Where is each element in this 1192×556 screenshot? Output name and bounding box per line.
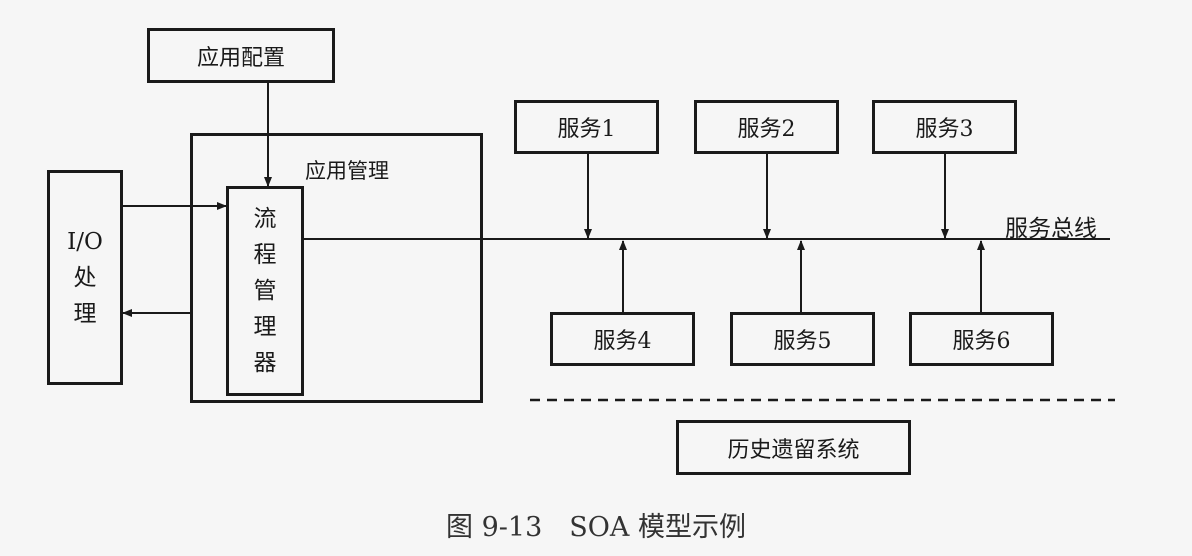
io-processing-char: 理	[73, 300, 97, 327]
figure-caption: 图 9-13 SOA 模型示例	[446, 512, 746, 543]
service-box: 服务2	[694, 100, 839, 154]
legacy-system-box: 历史遗留系统	[676, 420, 911, 475]
process-manager-char: 理	[253, 314, 277, 340]
service-bus-label: 服务总线	[1005, 216, 1097, 242]
io-processing-char: I/O	[67, 228, 103, 255]
io-processing-box: I/O 处 理	[47, 170, 123, 385]
service-box: 服务1	[514, 100, 659, 154]
service-label: 服务2	[737, 117, 796, 142]
service-label: 服务4	[593, 329, 652, 354]
service-label: 服务3	[915, 117, 974, 142]
app-management-box	[190, 133, 483, 403]
app-config-label: 应用配置	[196, 45, 285, 71]
service-label: 服务5	[773, 329, 832, 354]
app-management-label: 应用管理	[305, 159, 389, 183]
service-box: 服务5	[730, 312, 875, 366]
service-box: 服务6	[909, 312, 1054, 366]
process-manager-char: 程	[253, 242, 277, 268]
io-processing-char: 处	[73, 264, 97, 291]
app-config-box: 应用配置	[147, 28, 335, 83]
service-label: 服务6	[952, 329, 1011, 354]
service-box: 服务4	[550, 312, 695, 366]
process-manager-char: 管	[253, 278, 277, 304]
legacy-system-label: 历史遗留系统	[727, 437, 860, 463]
process-manager-box: 流 程 管 理 器	[226, 186, 304, 396]
process-manager-char: 流	[253, 206, 277, 232]
service-label: 服务1	[557, 117, 616, 142]
process-manager-char: 器	[253, 350, 277, 376]
service-box: 服务3	[872, 100, 1017, 154]
